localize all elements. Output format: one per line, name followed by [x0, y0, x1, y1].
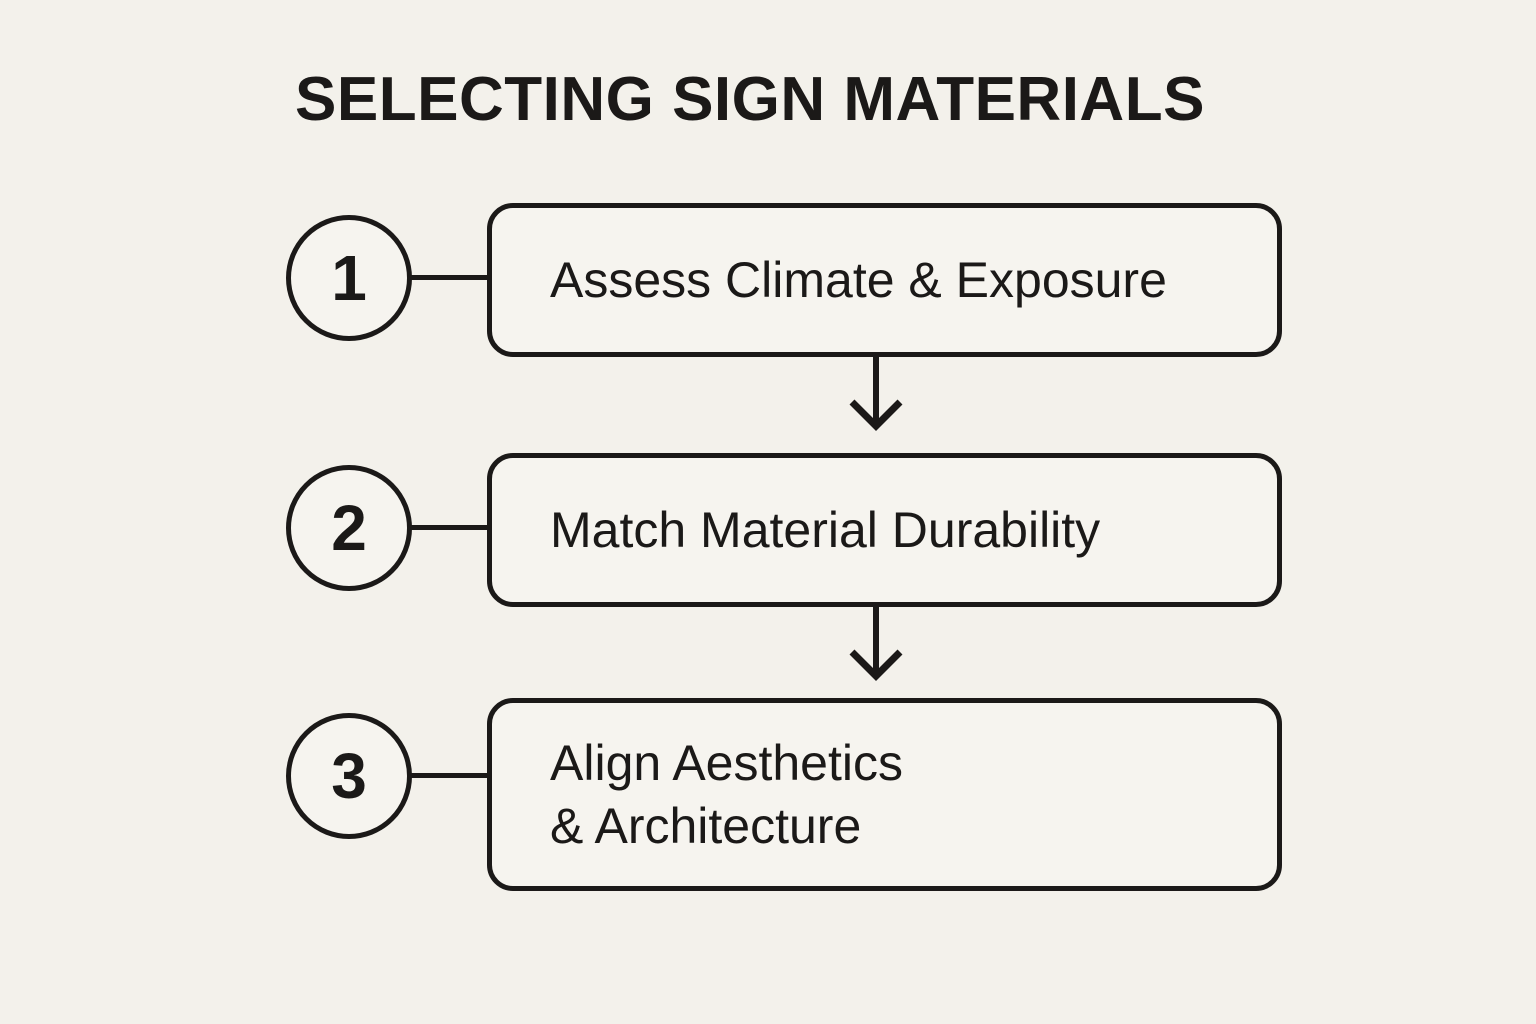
- page-title: SELECTING SIGN MATERIALS: [295, 65, 1205, 134]
- step-3-label: Align Aesthetics & Architecture: [550, 734, 903, 854]
- step-2-number: 2: [331, 492, 367, 564]
- step-3-connector-line: [410, 773, 488, 778]
- step-1-connector-line: [410, 275, 488, 280]
- step-3-number-badge: 3: [286, 713, 412, 839]
- step-3-box: Align Aesthetics & Architecture: [487, 698, 1282, 891]
- step-1-box: Assess Climate & Exposure: [487, 203, 1282, 357]
- step-2-box: Match Material Durability: [487, 453, 1282, 607]
- step-2-label: Match Material Durability: [550, 501, 1101, 558]
- step-2-number-badge: 2: [286, 465, 412, 591]
- step-2-connector-line: [410, 525, 488, 530]
- arrow-down-icon: [845, 602, 907, 682]
- step-1-number-badge: 1: [286, 215, 412, 341]
- step-1-label: Assess Climate & Exposure: [550, 251, 1167, 308]
- arrow-down-icon: [845, 352, 907, 432]
- step-3-number: 3: [331, 740, 367, 812]
- step-1-number: 1: [331, 242, 367, 314]
